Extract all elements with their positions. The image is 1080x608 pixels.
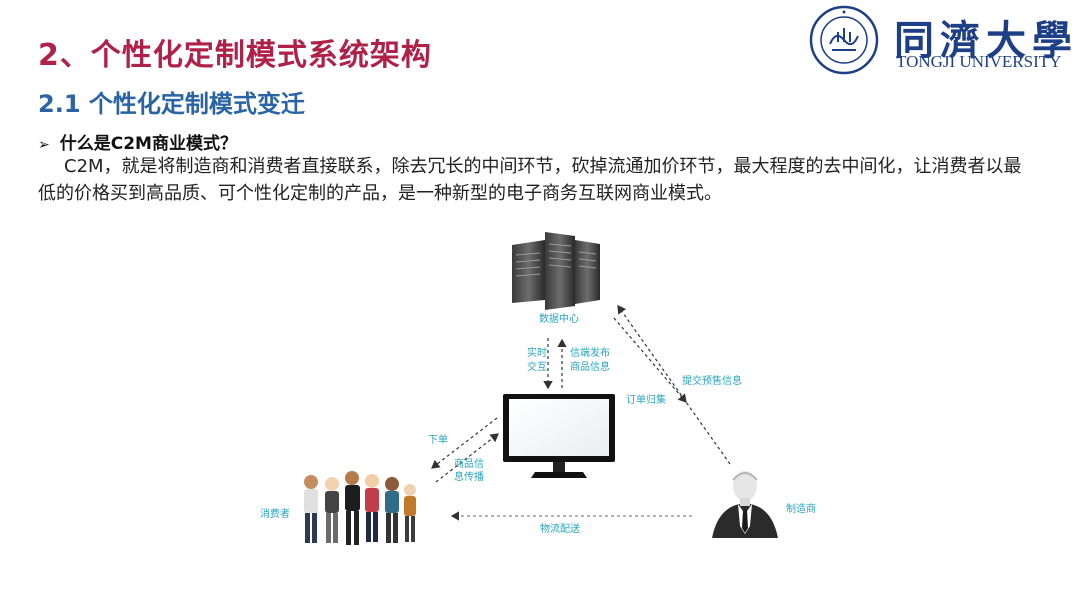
- label-publish-1: 信端发布: [570, 348, 610, 359]
- university-seal-icon: [809, 5, 879, 75]
- label-realtime-2: 交互: [527, 362, 547, 373]
- bullet-question: ➢ 什么是C2M商业模式？: [38, 129, 237, 154]
- tongji-logo: 同濟大學 TONGJI UNIVERSITY: [808, 4, 1078, 76]
- label-order: 订单归集: [626, 395, 666, 406]
- label-place-order: 下单: [428, 435, 448, 446]
- slide-subtitle: 2.1 个性化定制模式变迁: [38, 90, 305, 118]
- bullet-arrow-icon: ➢: [38, 137, 50, 153]
- label-realtime-1: 实时: [527, 348, 547, 359]
- monitor-icon: [503, 394, 615, 478]
- label-data-center: 数据中心: [539, 314, 579, 325]
- manufacturer-figure-icon: [712, 471, 778, 538]
- label-presale: 提交预售信息: [682, 376, 742, 387]
- slide-title: 2、个性化定制模式系统架构: [38, 38, 432, 73]
- label-spread-1: 商品信: [454, 459, 484, 470]
- university-name-en: TONGJI UNIVERSITY: [896, 52, 1062, 71]
- label-publish-2: 商品信息: [570, 362, 610, 373]
- server-icon: [512, 232, 600, 310]
- label-consumer: 消费者: [260, 509, 290, 520]
- label-logistics: 物流配送: [540, 524, 580, 535]
- definition-paragraph: C2M，就是将制造商和消费者直接联系，除去冗长的中间环节，砍掉流通加价环节，最大…: [38, 156, 1022, 204]
- label-manufacturer: 制造商: [786, 504, 816, 515]
- university-name-cn: 同濟大學: [894, 17, 1078, 64]
- label-spread-2: 息传播: [454, 472, 484, 483]
- bullet-label: 什么是C2M商业模式？: [59, 134, 237, 154]
- consumers-group-icon: [304, 471, 416, 545]
